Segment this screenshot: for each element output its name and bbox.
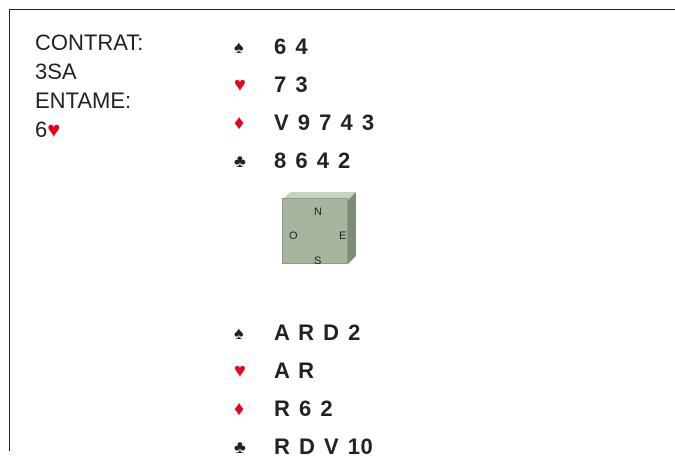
compass-north: N — [314, 206, 322, 218]
south-diamonds: R 6 2 — [274, 396, 333, 422]
club-icon: ♣ — [234, 151, 274, 172]
club-icon: ♣ — [234, 437, 274, 458]
lead-label: ENTAME: — [35, 86, 143, 115]
contract-info: CONTRAT: 3SA ENTAME: 6♥ — [35, 28, 143, 144]
compass-west: O — [289, 230, 298, 242]
heart-icon: ♥ — [234, 360, 274, 383]
compass-face: N O E S — [282, 198, 348, 264]
north-clubs: 8 6 4 2 — [274, 148, 351, 174]
south-diamonds-row: ♦ R 6 2 — [234, 390, 373, 428]
spade-icon: ♠ — [234, 37, 274, 58]
south-hearts: A R — [274, 358, 315, 384]
south-spades-row: ♠ A R D 2 — [234, 314, 373, 352]
south-hand: ♠ A R D 2 ♥ A R ♦ R 6 2 ♣ R D V 10 — [234, 314, 373, 466]
south-spades: A R D 2 — [274, 320, 361, 346]
north-spades-row: ♠ 6 4 — [234, 28, 375, 66]
compass-east: E — [339, 230, 346, 242]
north-hearts: 7 3 — [274, 72, 308, 98]
compass-box: N O E S — [282, 192, 356, 266]
south-clubs: R D V 10 — [274, 434, 373, 460]
south-hearts-row: ♥ A R — [234, 352, 373, 390]
north-clubs-row: ♣ 8 6 4 2 — [234, 142, 375, 180]
lead-rank: 6 — [35, 117, 47, 142]
north-diamonds-row: ♦ V 9 7 4 3 — [234, 104, 375, 142]
contract-label: CONTRAT: — [35, 28, 143, 57]
north-spades: 6 4 — [274, 34, 308, 60]
lead-card: 6♥ — [35, 115, 143, 144]
contract-value: 3SA — [35, 57, 143, 86]
north-hearts-row: ♥ 7 3 — [234, 66, 375, 104]
north-diamonds: V 9 7 4 3 — [274, 110, 375, 136]
compass-south: S — [314, 255, 321, 267]
heart-icon: ♥ — [234, 74, 274, 97]
spade-icon: ♠ — [234, 323, 274, 344]
diamond-icon: ♦ — [234, 398, 274, 421]
north-hand: ♠ 6 4 ♥ 7 3 ♦ V 9 7 4 3 ♣ 8 6 4 2 — [234, 28, 375, 180]
diamond-icon: ♦ — [234, 112, 274, 135]
heart-icon: ♥ — [47, 117, 60, 142]
south-clubs-row: ♣ R D V 10 — [234, 428, 373, 466]
